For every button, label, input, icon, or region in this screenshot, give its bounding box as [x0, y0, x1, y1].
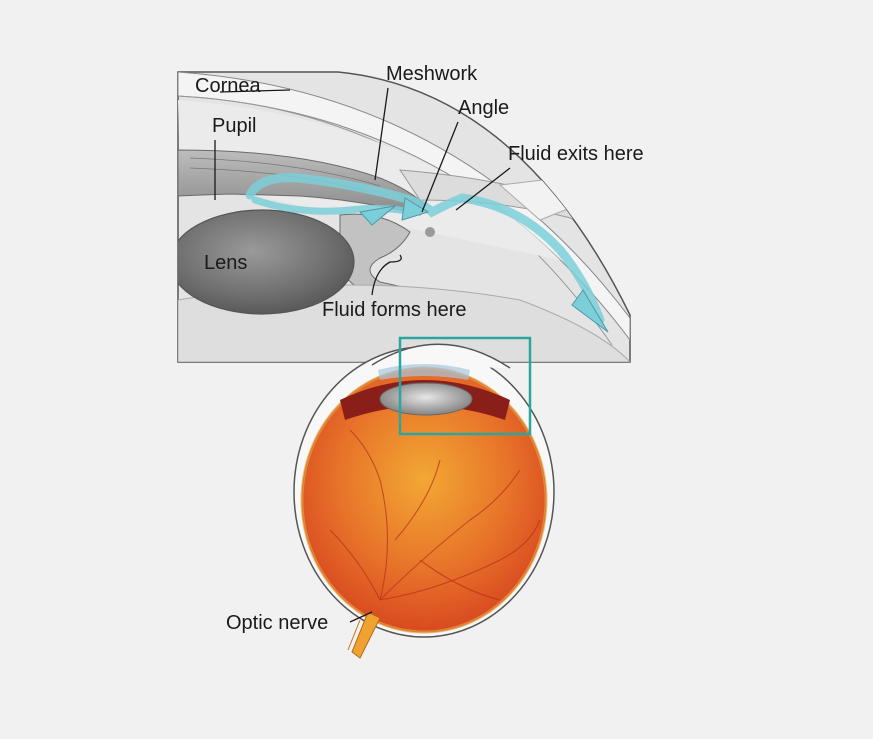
magnified-inset [177, 71, 631, 363]
lens [178, 209, 355, 315]
optic-nerve [351, 611, 381, 659]
label-optic-nerve: Optic nerve [226, 612, 328, 634]
flow-arrow-2 [401, 197, 430, 221]
cornea-outline [371, 343, 511, 369]
fluid-flow-return [251, 196, 414, 216]
label-cornea: Cornea [195, 75, 261, 97]
label-fluid-forms: Fluid forms here [322, 299, 467, 321]
label-lens: Lens [204, 252, 247, 274]
eyeball [293, 343, 555, 659]
leader-lines [214, 87, 511, 623]
highlight-box [398, 336, 532, 436]
label-meshwork: Meshwork [386, 63, 478, 85]
flow-arrow-1 [359, 205, 397, 226]
cornea-layer [178, 72, 630, 342]
label-fluid-exits: Fluid exits here [508, 143, 644, 165]
lens-small [379, 382, 473, 416]
flow-arrow-exit [571, 289, 609, 333]
label-angle: Angle [458, 97, 509, 119]
blood-vessels [329, 429, 541, 601]
angle-point [425, 227, 435, 237]
fluid-flow-path [245, 173, 605, 325]
label-pupil: Pupil [212, 115, 256, 137]
